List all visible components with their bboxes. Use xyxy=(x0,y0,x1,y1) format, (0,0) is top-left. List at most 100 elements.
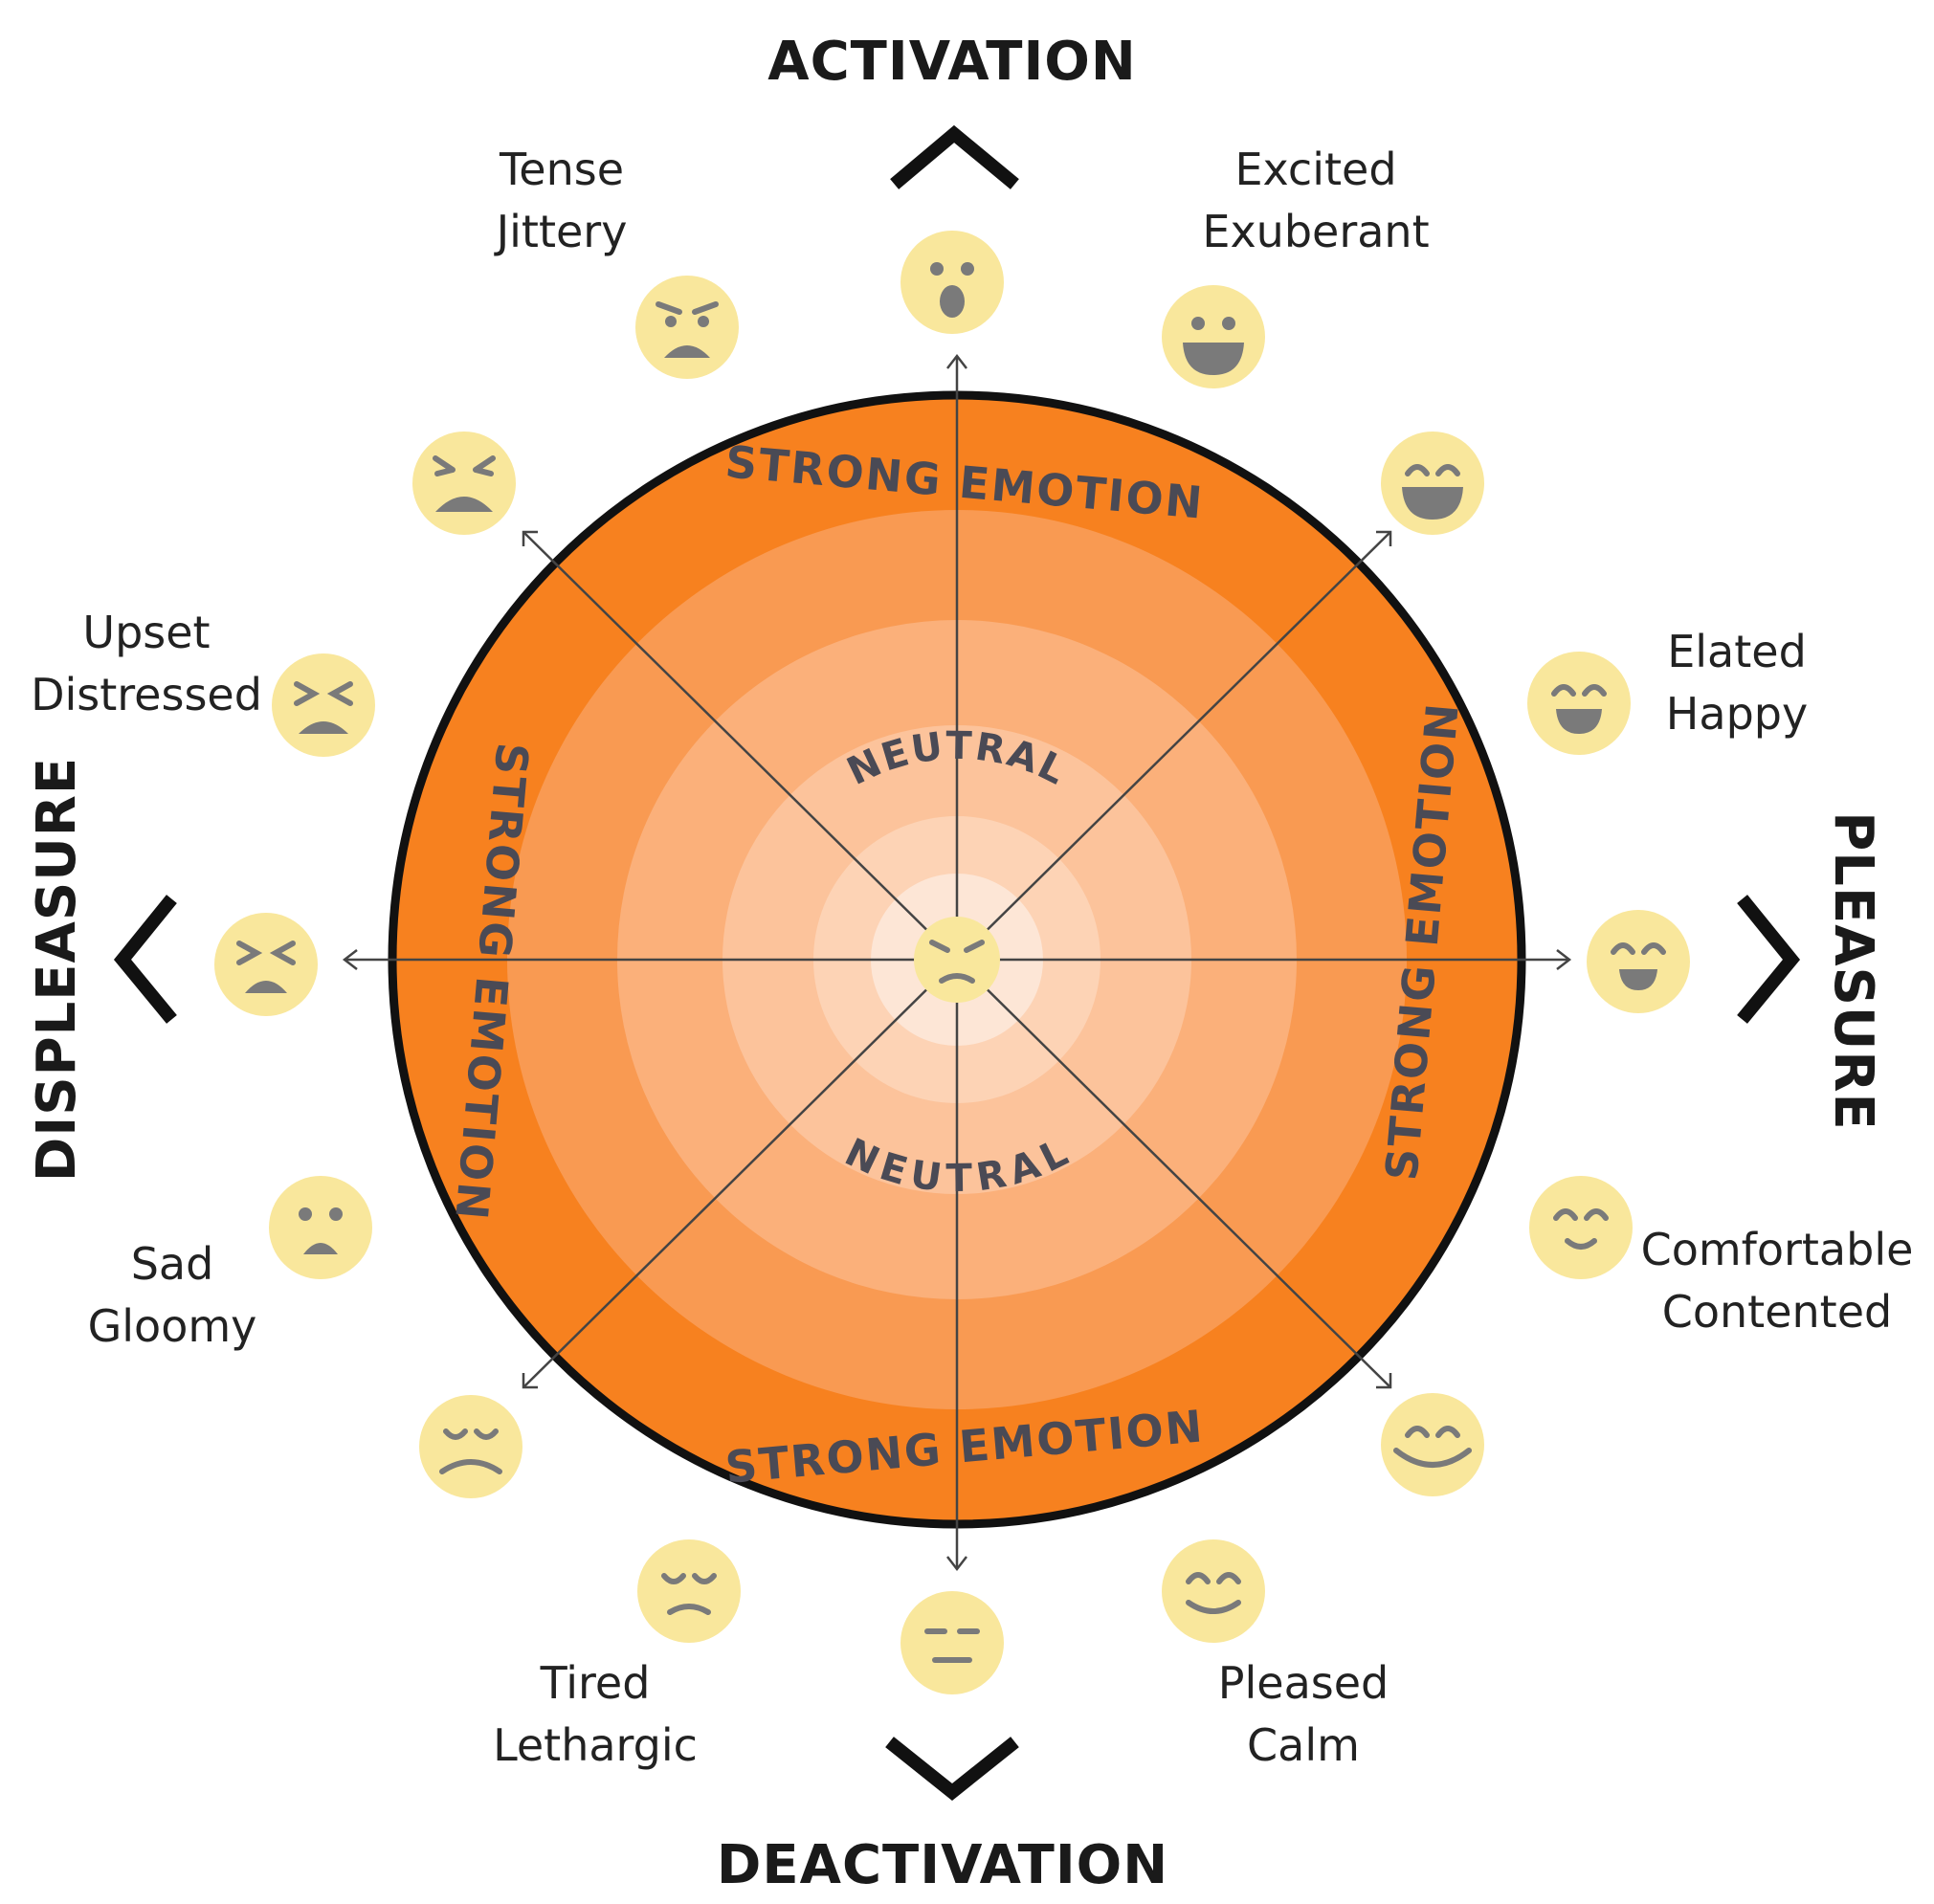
face-background xyxy=(900,231,1004,334)
label-upset: Upset xyxy=(82,607,210,658)
calm-smile-face-icon xyxy=(1381,1393,1484,1496)
mouth xyxy=(1393,1448,1472,1468)
tired-face-icon xyxy=(637,1539,741,1643)
eye-left xyxy=(1405,1426,1430,1438)
chevron-down-icon xyxy=(885,1737,1019,1801)
label-pleased-calm: Pleased Calm xyxy=(1218,1657,1389,1771)
label-distressed: Distressed xyxy=(31,669,262,720)
brow-right xyxy=(964,940,985,953)
label-happy: Happy xyxy=(1666,688,1808,740)
label-exuberant: Exuberant xyxy=(1202,206,1429,257)
mouth xyxy=(939,973,975,984)
arrow-right-icon xyxy=(1556,949,1572,970)
label-sad: Sad xyxy=(131,1238,214,1290)
mouth xyxy=(940,285,965,318)
face-background xyxy=(1162,285,1265,388)
mouth xyxy=(1402,487,1463,520)
arrow-down-icon xyxy=(946,1556,967,1572)
mouth xyxy=(435,497,493,512)
eye-left xyxy=(930,262,944,276)
arrow-left-icon xyxy=(342,949,358,970)
axis-title-deactivation: DEACTIVATION xyxy=(717,1834,1168,1896)
label-tired: Tired xyxy=(540,1657,651,1709)
eye-right xyxy=(329,1207,343,1221)
laughing-face-icon xyxy=(1381,432,1484,535)
pleased-face-icon xyxy=(1162,1539,1265,1643)
face-background xyxy=(1162,1539,1265,1643)
mouth xyxy=(439,1459,502,1474)
mouth xyxy=(1186,1600,1241,1614)
mouth xyxy=(245,981,287,993)
eye-right xyxy=(1582,684,1607,697)
face-background xyxy=(635,276,739,379)
neutral-face-icon xyxy=(900,1591,1004,1694)
unhappy-face-icon xyxy=(269,1176,372,1279)
surprised-face-icon xyxy=(900,231,1004,334)
emotion-faces xyxy=(214,231,1690,1694)
mouth xyxy=(1556,709,1602,734)
eye-left xyxy=(443,1428,468,1440)
happy-face-icon xyxy=(1527,652,1631,755)
eye-left xyxy=(1551,684,1576,697)
chevron-right-icon xyxy=(1737,895,1801,1024)
label-lethargic: Lethargic xyxy=(493,1719,698,1771)
label-elated: Elated xyxy=(1667,626,1807,677)
label-pleased: Pleased xyxy=(1218,1657,1389,1709)
face-background xyxy=(214,913,318,1016)
arrow-lower-right-icon xyxy=(1376,1373,1392,1389)
sad-face-icon xyxy=(419,1395,522,1498)
face-background xyxy=(914,917,1000,1003)
mouth xyxy=(1183,343,1244,375)
axis-title-pleasure: PLEASURE xyxy=(1822,811,1884,1131)
label-upset-distressed: Upset Distressed xyxy=(31,607,262,720)
arrow-up-icon xyxy=(946,353,967,369)
eye-left xyxy=(299,1207,312,1221)
mouth xyxy=(667,1604,711,1615)
mouth xyxy=(1619,969,1657,990)
face-background xyxy=(1529,1176,1633,1279)
face-background xyxy=(1587,910,1690,1013)
face-background xyxy=(1381,1393,1484,1496)
label-elated-happy: Elated Happy xyxy=(1666,626,1808,740)
eye-right xyxy=(269,941,296,965)
eye-left xyxy=(433,455,456,476)
axis-title-activation: ACTIVATION xyxy=(767,31,1137,93)
mouth xyxy=(664,345,710,358)
eye-right xyxy=(1435,1426,1460,1438)
eye-left xyxy=(1186,1572,1211,1584)
angry-face-icon xyxy=(635,276,739,379)
frustrated-face-icon xyxy=(412,432,516,535)
face-background xyxy=(269,1176,372,1279)
eye-right xyxy=(474,1428,499,1440)
squinting-face-icon xyxy=(214,913,318,1016)
eye-left xyxy=(1553,1208,1578,1221)
eye-right xyxy=(692,1573,717,1584)
label-gloomy: Gloomy xyxy=(88,1300,257,1352)
label-calm: Calm xyxy=(1247,1719,1360,1771)
eye-right xyxy=(1222,317,1235,330)
mouth xyxy=(303,1243,338,1254)
eye-left xyxy=(294,681,321,706)
arrow-upper-left-icon xyxy=(522,530,538,546)
label-excited: Excited xyxy=(1234,144,1396,195)
chevron-left-icon xyxy=(113,895,177,1024)
face-background xyxy=(637,1539,741,1643)
eye-left xyxy=(1191,317,1205,330)
face-background xyxy=(412,432,516,535)
face-background xyxy=(900,1591,1004,1694)
center-face-icon xyxy=(914,917,1000,1003)
mouth xyxy=(299,721,348,734)
mouth xyxy=(1565,1238,1597,1250)
eye-right xyxy=(473,455,496,476)
arrow-upper-right-icon xyxy=(1376,530,1392,546)
eye-right xyxy=(698,316,709,327)
eye-right xyxy=(961,262,974,276)
eye-right xyxy=(1216,1572,1241,1584)
label-contented: Contented xyxy=(1662,1286,1892,1338)
arrow-lower-left-icon xyxy=(522,1373,538,1389)
brow-left xyxy=(929,940,950,953)
brow-left xyxy=(656,301,682,315)
label-tense: Tense xyxy=(499,144,624,195)
distressed-face-icon xyxy=(272,653,375,757)
label-tired-lethargic: Tired Lethargic xyxy=(493,1657,698,1771)
